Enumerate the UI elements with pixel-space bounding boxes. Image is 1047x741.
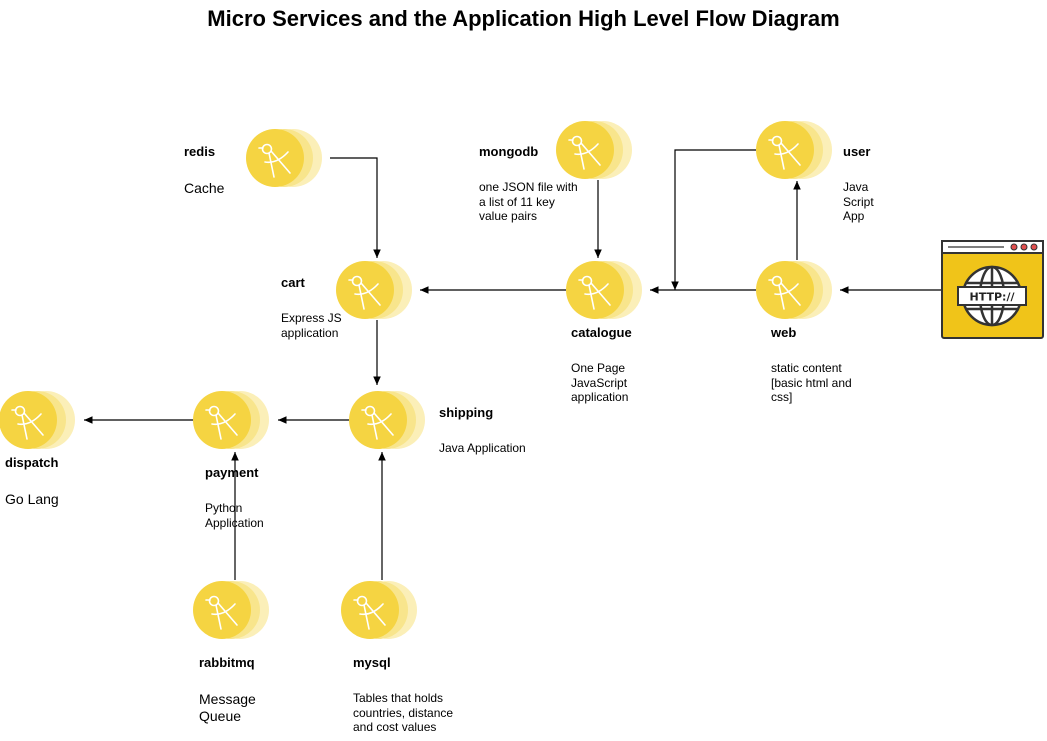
compass-icon: [11, 405, 44, 440]
node-mysql[interactable]: [341, 581, 417, 639]
node-label-mysql: mysql: [353, 655, 391, 670]
http-badge: [957, 286, 1027, 306]
node-label-catalogue: catalogue: [571, 325, 632, 340]
node-desc-mysql: Tables that holds countries, distance an…: [353, 691, 454, 734]
browser-dot-icon: [1020, 243, 1028, 251]
diagram-title: Micro Services and the Application High …: [207, 6, 840, 31]
compass-icon: [258, 143, 291, 178]
node-catalogue[interactable]: [566, 261, 642, 319]
compass-icon: [768, 275, 801, 310]
node-label-redis: redis: [184, 144, 216, 159]
node-desc-cart: Express JS application: [281, 311, 342, 340]
node-desc-redis: Cache: [184, 180, 225, 196]
compass-icon: [361, 405, 394, 440]
node-dispatch[interactable]: [0, 391, 75, 449]
node-label-mongodb: mongodb: [479, 144, 539, 159]
node-rabbitmq[interactable]: [193, 581, 269, 639]
node-desc-payment: Python Application: [205, 501, 264, 530]
node-shipping[interactable]: [349, 391, 425, 449]
compass-icon: [205, 595, 238, 630]
node-label-user: user: [843, 144, 871, 159]
edge-user-to-catalogue: [671, 149, 756, 290]
node-label-dispatch: dispatch: [5, 455, 59, 470]
node-desc-rabbitmq: Message Queue: [199, 691, 256, 724]
browser-dot-icon: [1010, 243, 1018, 251]
node-payment[interactable]: [193, 391, 269, 449]
node-desc-web: static content [basic html and css]: [771, 361, 852, 404]
node-desc-shipping: Java Application: [439, 441, 526, 455]
compass-icon: [568, 135, 601, 170]
web-browser-client[interactable]: HTTP://: [941, 240, 1044, 339]
compass-icon: [768, 135, 801, 170]
compass-icon: [353, 595, 386, 630]
node-web[interactable]: [756, 261, 832, 319]
node-mongodb[interactable]: [556, 121, 632, 179]
node-label-web: web: [771, 325, 797, 340]
node-desc-mongodb: one JSON file with a list of 11 key valu…: [479, 180, 578, 223]
node-label-payment: payment: [205, 465, 259, 480]
node-desc-catalogue: One Page JavaScript application: [571, 361, 629, 404]
browser-dot-icon: [1030, 243, 1038, 251]
edge-redis-to-cart: [330, 157, 381, 258]
node-label-shipping: shipping: [439, 405, 494, 420]
browser-http-text: HTTP://: [970, 291, 1016, 304]
node-desc-user: Java Script App: [843, 180, 874, 223]
node-label-cart: cart: [281, 275, 305, 290]
compass-icon: [578, 275, 611, 310]
node-desc-dispatch: Go Lang: [5, 491, 59, 507]
compass-icon: [348, 275, 381, 310]
node-label-rabbitmq: rabbitmq: [199, 655, 255, 670]
node-cart[interactable]: [336, 261, 412, 319]
node-redis[interactable]: [246, 129, 322, 187]
node-user[interactable]: [756, 121, 832, 179]
compass-icon: [205, 405, 238, 440]
